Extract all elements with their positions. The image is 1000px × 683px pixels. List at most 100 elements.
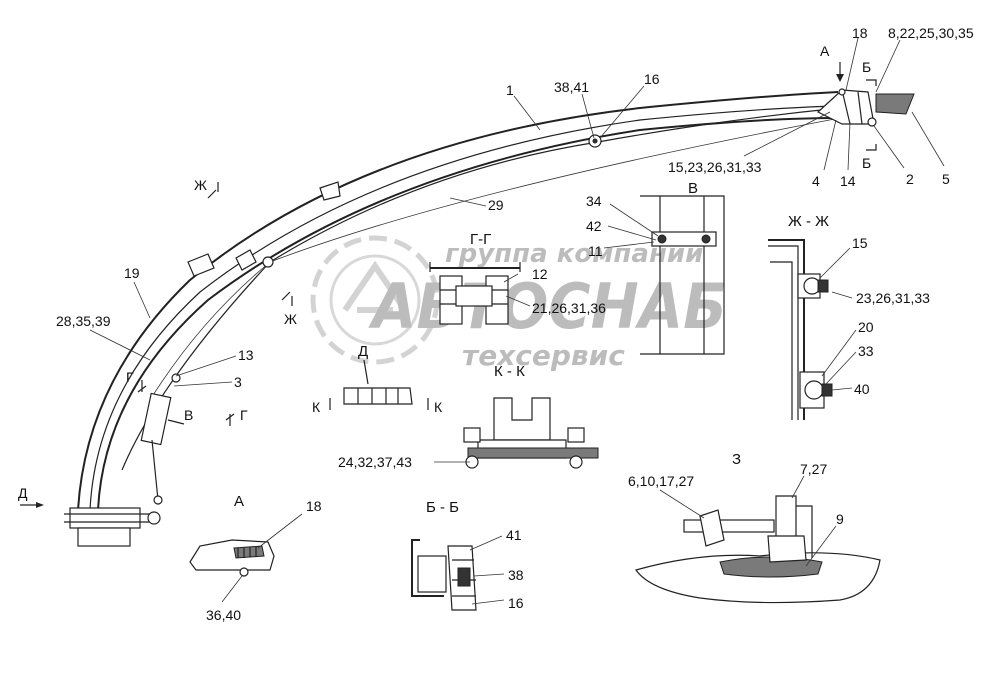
head-pin-top: [838, 88, 846, 96]
leader-14: [847, 121, 851, 171]
leader-12: [503, 273, 519, 283]
marker-g-left: Г: [126, 369, 134, 385]
callout-38: 38: [508, 567, 524, 583]
section-k-k: К - К 24,32,37,43: [338, 363, 599, 470]
leader-3: [173, 381, 233, 387]
callout-5: 5: [942, 171, 950, 187]
callout-33: 33: [858, 343, 874, 359]
bb-channel: [417, 555, 447, 593]
callout-14: 14: [840, 173, 856, 189]
base-pin: [147, 511, 161, 525]
callout-36-40: 36,40: [206, 607, 241, 623]
view-markers: А Б Б Ж Ж Г Г В Д: [18, 43, 877, 508]
arrow-a-head: [836, 74, 844, 82]
detail-d-ribs: [357, 388, 399, 404]
marker-zh-upper: Ж: [194, 177, 207, 193]
cut-b-top: [866, 79, 877, 86]
boom-stop: [319, 181, 341, 201]
cut-g-right: [225, 413, 235, 426]
zhzh-channel-outer: [768, 239, 805, 420]
boom-inner-edge: [89, 105, 839, 511]
leader-36-40: [221, 575, 243, 603]
arrow-d-head: [36, 502, 44, 508]
watermark-emblem: [310, 235, 440, 365]
detail-z: З 6,10,17,27 7,27 9: [628, 451, 881, 604]
callout-9: 9: [836, 511, 844, 527]
bb-axle: [457, 567, 471, 587]
view-a-title: А: [234, 493, 244, 510]
view-a-coils: [237, 547, 257, 558]
leader-33: [825, 351, 857, 385]
detail-z-base: [767, 535, 807, 563]
zhzh-nut-lower: [821, 383, 833, 397]
view-v-bolt-1: [657, 234, 667, 244]
callout-16: 16: [644, 71, 660, 87]
boom-lower-edge: [97, 117, 839, 511]
leader-4: [823, 119, 837, 171]
callout-18-a: 18: [306, 498, 322, 514]
marker-b-top: Б: [862, 59, 871, 75]
zhzh-bolt-lower: [804, 380, 824, 400]
detail-d-body: [343, 387, 413, 405]
zhzh-nut-upper: [817, 279, 829, 293]
leader-19: [133, 281, 151, 319]
watermark: группа компаний АВТОСНАБ техсервис: [310, 235, 727, 372]
section-zh-zh-title: Ж - Ж: [788, 213, 829, 230]
bb-bracket: [411, 539, 444, 597]
callout-19: 19: [124, 265, 140, 281]
head-pin-bottom: [867, 117, 877, 127]
detail-z-hatched-pad: [719, 556, 823, 578]
callout-29: 29: [488, 197, 504, 213]
cut-b-bottom: [866, 144, 877, 151]
leader-18: [845, 37, 859, 91]
boom-base-column: [77, 527, 131, 547]
boom-base-plate: [69, 507, 141, 529]
leader-20: [821, 329, 857, 377]
base-flange: [64, 513, 150, 523]
view-a: А 18 36,40: [189, 493, 322, 623]
callout-21-26: 21,26,31,36: [532, 300, 606, 316]
callout-1: 1: [506, 82, 514, 98]
callout-38-41: 38,41: [554, 79, 589, 95]
detail-d-title: Д: [358, 343, 368, 360]
leader-34: [609, 203, 659, 237]
leader-38-41: [581, 93, 595, 139]
callout-34: 34: [586, 193, 602, 209]
boom-tip-insert: [875, 93, 915, 115]
section-zh-zh: Ж - Ж 15 23,26,31,33 20 33 40: [768, 213, 930, 420]
callout-7-27: 7,27: [800, 461, 827, 477]
section-g-g-title: Г-Г: [470, 231, 491, 248]
view-v-frame: [640, 195, 725, 355]
marker-k-left: К: [312, 399, 321, 415]
detail-z-bolt-vertical: [775, 495, 797, 541]
leader-42: [607, 225, 657, 241]
leader-13: [175, 355, 237, 377]
callout-12: 12: [532, 266, 548, 282]
gg-channel-ends: [429, 262, 521, 272]
section-g-g: Г-Г 12 21,26,31,36: [429, 231, 606, 325]
callout-3: 3: [234, 374, 242, 390]
marker-b-bottom: Б: [862, 155, 871, 171]
marker-d: Д: [18, 485, 28, 501]
section-b-b: Б - Б 41 38 16: [411, 499, 524, 611]
boom-head-ribs: [841, 89, 863, 125]
callout-11: 11: [588, 243, 603, 259]
detail-z-clamp-left: [699, 509, 725, 547]
callout-16-bb: 16: [508, 595, 524, 611]
callout-41: 41: [506, 527, 522, 543]
gg-plate: [455, 285, 493, 307]
leader-21-26: [505, 295, 531, 307]
clamp-z: [187, 253, 215, 277]
leader-28-35: [89, 329, 151, 361]
marker-k-right: К: [434, 399, 443, 415]
kk-hatched-plate: [467, 447, 599, 459]
callout-8-22: 8,22,25,30,35: [888, 25, 974, 41]
detail-d-leader: [363, 359, 369, 385]
leader-38: [473, 573, 505, 577]
boom-upper-edge: [77, 91, 839, 511]
leader-16: [599, 85, 645, 139]
leader-5: [911, 111, 945, 167]
callout-13: 13: [238, 347, 254, 363]
